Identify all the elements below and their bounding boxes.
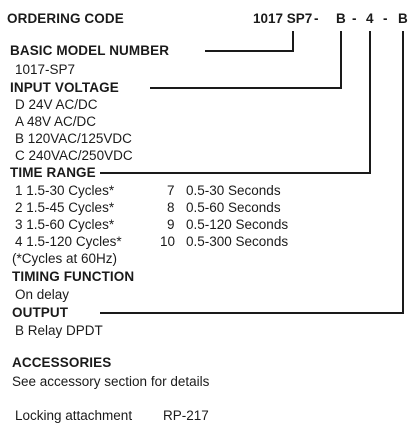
voltage-code: A [15, 114, 24, 129]
input-voltage-heading: INPUT VOLTAGE [10, 80, 119, 95]
cycles-note: (*Cycles at 60Hz) [12, 251, 118, 266]
voltage-label: 48V AC/DC [27, 114, 97, 129]
time-label: 1.5-30 Cycles* [26, 183, 115, 198]
time-option: 4 1.5-120 Cycles* [15, 234, 122, 249]
time-label: 1.5-60 Cycles* [26, 217, 115, 232]
time-code: 4 [15, 234, 23, 249]
accessories-text: See accessory section for details [12, 374, 210, 389]
time-option: 1 1.5-30 Cycles* [15, 183, 114, 198]
time-option-label: 0.5-300 Seconds [186, 234, 289, 249]
time-option-code: 10 [160, 234, 176, 249]
time-code: 2 [15, 200, 23, 215]
output-heading: OUTPUT [12, 305, 69, 320]
voltage-option: D 24V AC/DC [15, 97, 98, 112]
time-range-heading: TIME RANGE [10, 165, 96, 180]
code-dash-3: - [383, 11, 388, 26]
code-voltage: B [336, 11, 346, 26]
voltage-label: 24V AC/DC [28, 97, 98, 112]
time-option-code: 9 [167, 217, 175, 232]
code-dash-2: - [352, 11, 357, 26]
time-option-label: 0.5-30 Seconds [186, 183, 281, 198]
accessories-heading: ACCESSORIES [12, 355, 112, 370]
time-option-code: 7 [167, 183, 175, 198]
code-output: B [398, 11, 408, 26]
code-model: 1017 SP7 [253, 11, 313, 26]
basic-model-heading: BASIC MODEL NUMBER [10, 43, 170, 58]
time-option-label: 0.5-60 Seconds [186, 200, 281, 215]
time-option: 3 1.5-60 Cycles* [15, 217, 114, 232]
voltage-option: B 120VAC/125VDC [15, 131, 132, 146]
time-option-code: 8 [167, 200, 175, 215]
time-code: 3 [15, 217, 23, 232]
voltage-label: 240VAC/250VDC [28, 148, 133, 163]
voltage-option: A 48V AC/DC [15, 114, 96, 129]
voltage-code: D [15, 97, 25, 112]
output-value: B Relay DPDT [15, 323, 103, 338]
ordering-code-title: ORDERING CODE [7, 11, 124, 26]
time-label: 1.5-45 Cycles* [26, 200, 115, 215]
basic-model-value: 1017-SP7 [15, 62, 76, 77]
timing-function-heading: TIMING FUNCTION [12, 269, 135, 284]
voltage-code: C [15, 148, 25, 163]
accessory-item-label: Locking attachment [15, 408, 133, 423]
code-dash-1: - [314, 11, 319, 26]
voltage-label: 120VAC/125VDC [27, 131, 132, 146]
time-option: 2 1.5-45 Cycles* [15, 200, 114, 215]
time-label: 1.5-120 Cycles* [26, 234, 122, 249]
code-time-range: 4 [366, 11, 374, 26]
voltage-option: C 240VAC/250VDC [15, 148, 133, 163]
accessory-item-code: RP-217 [163, 408, 209, 423]
timing-function-value: On delay [15, 287, 70, 302]
time-option-label: 0.5-120 Seconds [186, 217, 289, 232]
voltage-code: B [15, 131, 25, 146]
time-code: 1 [15, 183, 23, 198]
